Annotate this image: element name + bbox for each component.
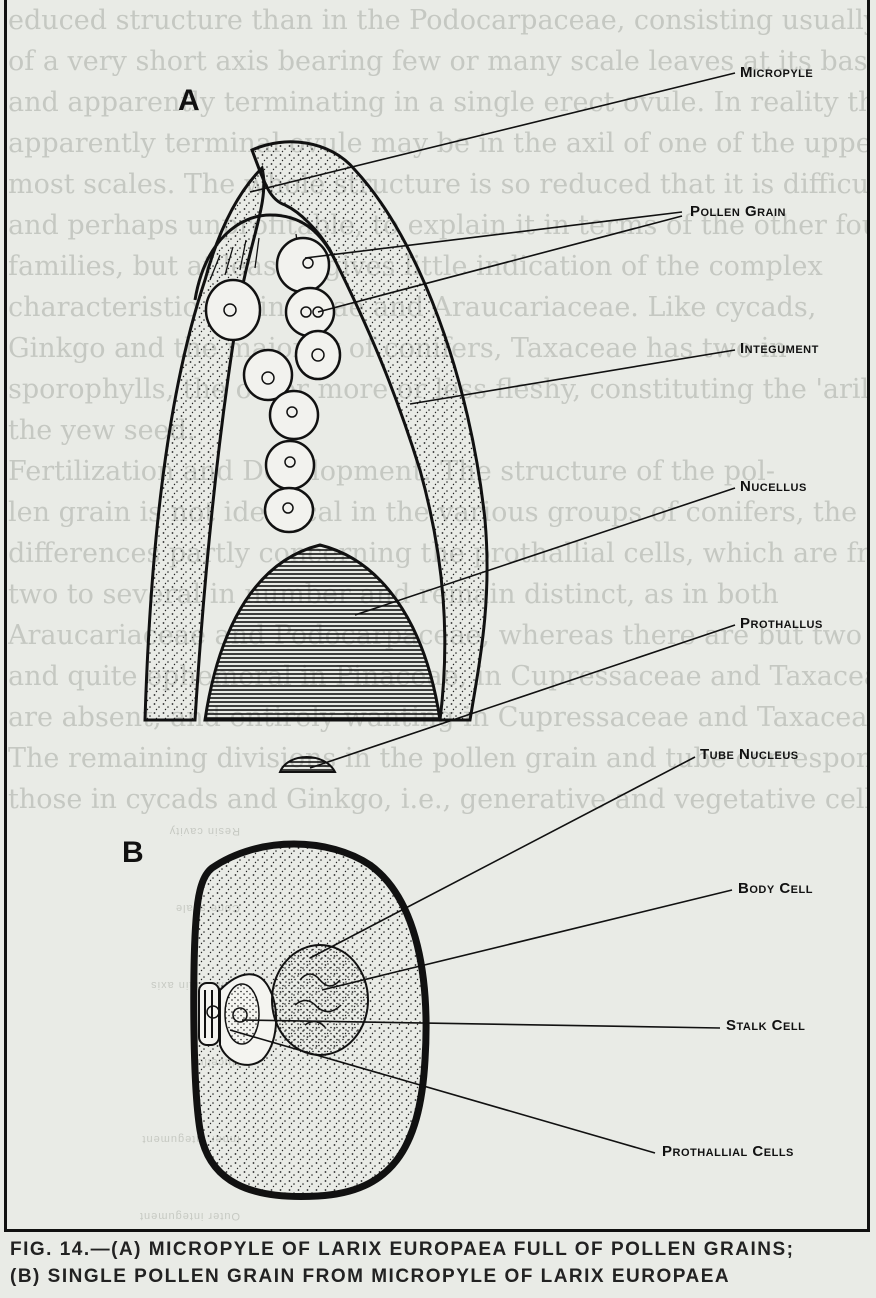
- caption-line-1: FIG. 14.—(A) MICROPYLE OF LARIX EUROPAEA…: [10, 1239, 795, 1260]
- caption-line-2: (B) SINGLE POLLEN GRAIN FROM MICROPYLE O…: [10, 1266, 731, 1287]
- label-integument: Integument: [740, 340, 819, 357]
- body-cell-shape: [224, 983, 260, 1045]
- bleed-line: most scales. The whole structure is so r…: [8, 169, 868, 200]
- label-prothallus: Prothallus: [740, 615, 823, 632]
- bleed-line: of a very short axis bearing few or many…: [8, 46, 868, 77]
- bleed-line: Fertilization and Development. The struc…: [8, 456, 776, 487]
- bleed-line: The remaining divisions in the pollen gr…: [8, 743, 868, 774]
- label-stalk-cell: Stalk Cell: [726, 1017, 806, 1034]
- panel-b-drawing: [190, 840, 430, 1201]
- panel-a-letter: A: [178, 84, 200, 117]
- bleed-line: and apparently terminating in a single e…: [8, 87, 868, 118]
- bleed-line: the yew seed.: [8, 415, 196, 446]
- panel-b-leader-lines: [229, 756, 733, 1154]
- nucellus-shape: [203, 543, 442, 722]
- label-nucellus: Nucellus: [740, 478, 807, 495]
- bleed-line: and perhaps unprofitable, to explain it …: [8, 210, 868, 241]
- label-prothallial-cells: Prothallial Cells: [662, 1143, 794, 1160]
- prothallial-cells-shape: [198, 982, 220, 1046]
- tube-nucleus-shape: [271, 944, 369, 1056]
- figure-caption: FIG. 14.—(A) MICROPYLE OF LARIX EUROPAEA…: [10, 1236, 870, 1290]
- bleed-line: educed structure than in the Podocarpace…: [8, 5, 868, 36]
- pollen-grain-nuclei: [223, 257, 325, 514]
- label-micropyle: Micropyle: [740, 64, 814, 81]
- pollen-grains: [204, 236, 342, 534]
- label-pollen-grain: Pollen Grain: [690, 203, 787, 220]
- label-body-cell: Body Cell: [738, 880, 813, 897]
- micropyle-canal: [193, 213, 337, 301]
- bleed-line: apparently terminal ovule may be in the …: [8, 128, 868, 159]
- bleed-line: those in cycads and Ginkgo, i.e., genera…: [8, 784, 868, 815]
- panel-b-letter: B: [122, 836, 144, 869]
- figure-frame: [4, 0, 870, 1232]
- panel-a-leader-lines: [249, 72, 736, 769]
- prothallus-shape: [278, 756, 337, 773]
- panel-a-drawing: [143, 140, 489, 773]
- label-tube-nucleus: Tube Nucleus: [700, 746, 799, 763]
